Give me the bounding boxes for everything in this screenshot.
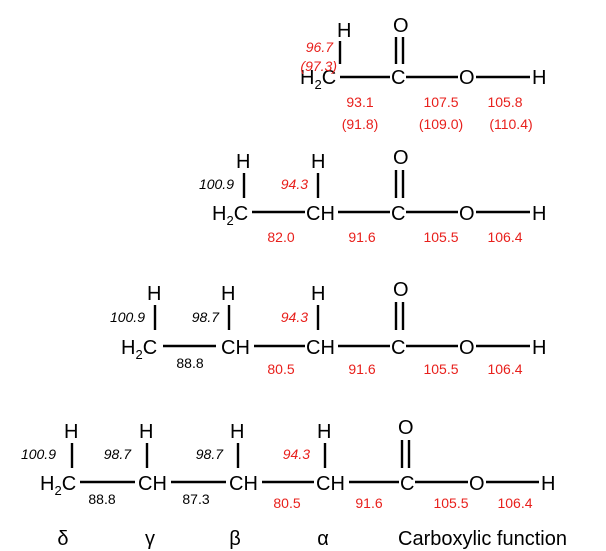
atom-h-gamma: H (139, 421, 153, 443)
value-cc: 93.1 (346, 94, 373, 110)
value-ch-alpha: 94.3 (281, 309, 308, 325)
atom-h2c: H2C (212, 203, 248, 228)
atom-o-hydroxyl: O (469, 473, 485, 495)
value-ch-gamma: 98.7 (104, 446, 132, 462)
atom-o-carbonyl: O (393, 15, 409, 37)
atom-c-carboxyl: C (391, 203, 405, 225)
value-ch-methyl: 100.9 (110, 309, 145, 325)
atom-ch-beta: CH (229, 473, 258, 495)
position-labels: δ γ β α Carboxylic function (57, 528, 567, 550)
atom-c-carboxyl: C (400, 473, 414, 495)
value-ch-alt: (97.3) (300, 58, 337, 74)
atom-o-hydroxyl: O (459, 337, 475, 359)
label-delta: δ (57, 528, 68, 550)
atom-o-hydroxyl: O (459, 203, 475, 225)
atom-o-carbonyl: O (398, 417, 414, 439)
molecule-acetic-acid: H O H2C C O H 96.7 (97.3) 93.1 (91.8) 10… (300, 15, 546, 132)
value-ch-methyl: 100.9 (21, 446, 56, 462)
value-oh: 105.8 (487, 94, 522, 110)
value-c-ch-gamma: 88.8 (88, 491, 115, 507)
atom-h-beta: H (230, 421, 244, 443)
atom-ch-alpha: CH (306, 337, 335, 359)
atom-h-methyl: H (337, 20, 351, 42)
atom-h-hydroxyl: H (532, 337, 546, 359)
atom-h2c: H2C (300, 67, 336, 92)
value-co-alt: (109.0) (419, 116, 463, 132)
atom-ch-alpha: CH (306, 203, 335, 225)
value-ch: 96.7 (306, 39, 334, 55)
molecule-butanoic-acid: H H H O H2C CH CH C O H 100.9 98.7 94.3 … (110, 279, 547, 377)
value-ch-c: 91.6 (348, 229, 375, 245)
value-ch-beta: 98.7 (196, 446, 224, 462)
atom-h-hydroxyl: H (532, 67, 546, 89)
value-ch-alpha: 94.3 (283, 446, 310, 462)
atom-ch-gamma: CH (138, 473, 167, 495)
atom-h-beta: H (221, 283, 235, 305)
label-gamma: γ (145, 528, 155, 550)
atom-c-carboxyl: C (391, 337, 405, 359)
atom-h2c: H2C (121, 337, 157, 362)
value-c-ch-beta: 88.8 (176, 355, 203, 371)
value-c-ch: 82.0 (267, 229, 294, 245)
atom-c-carboxyl: C (391, 67, 405, 89)
value-co: 107.5 (423, 94, 458, 110)
value-cc-alt: (91.8) (342, 116, 379, 132)
atom-o-carbonyl: O (393, 279, 409, 301)
atom-o-hydroxyl: O (459, 67, 475, 89)
atom-h-hydroxyl: H (541, 473, 555, 495)
label-alpha: α (317, 528, 329, 550)
atom-h2c: H2C (40, 473, 76, 498)
atom-h-alpha: H (311, 151, 325, 173)
value-oh: 106.4 (487, 361, 522, 377)
atom-h-alpha: H (311, 283, 325, 305)
atom-ch-beta: CH (221, 337, 250, 359)
value-ch-ch-ba: 80.5 (273, 495, 300, 511)
value-oh-alt: (110.4) (489, 116, 532, 132)
atom-h-methyl: H (64, 421, 78, 443)
value-co: 105.5 (423, 361, 458, 377)
value-ch-methyl: 100.9 (199, 176, 234, 192)
value-oh: 106.4 (497, 495, 532, 511)
value-co: 105.5 (423, 229, 458, 245)
value-ch-c: 91.6 (348, 361, 375, 377)
atom-h-methyl: H (236, 151, 250, 173)
atom-h-methyl: H (147, 283, 161, 305)
value-ch-ch-gb: 87.3 (182, 491, 209, 507)
atom-o-carbonyl: O (393, 147, 409, 169)
atom-h-hydroxyl: H (532, 203, 546, 225)
value-co: 105.5 (433, 495, 468, 511)
label-beta: β (229, 528, 241, 550)
value-ch-beta: 98.7 (192, 309, 220, 325)
atom-ch-alpha: CH (316, 473, 345, 495)
molecule-pentanoic-acid: H H H H O H2C CH CH CH C O H 100.9 98.7 … (21, 417, 556, 511)
molecule-propanoic-acid: H H O H2C CH C O H 100.9 94.3 82.0 91.6 … (199, 147, 547, 245)
value-oh: 106.4 (487, 229, 522, 245)
value-ch-ch: 80.5 (267, 361, 294, 377)
atom-h-alpha: H (317, 421, 331, 443)
label-carboxylic-function: Carboxylic function (398, 528, 567, 550)
value-ch-c: 91.6 (355, 495, 382, 511)
value-ch-alpha: 94.3 (281, 176, 308, 192)
